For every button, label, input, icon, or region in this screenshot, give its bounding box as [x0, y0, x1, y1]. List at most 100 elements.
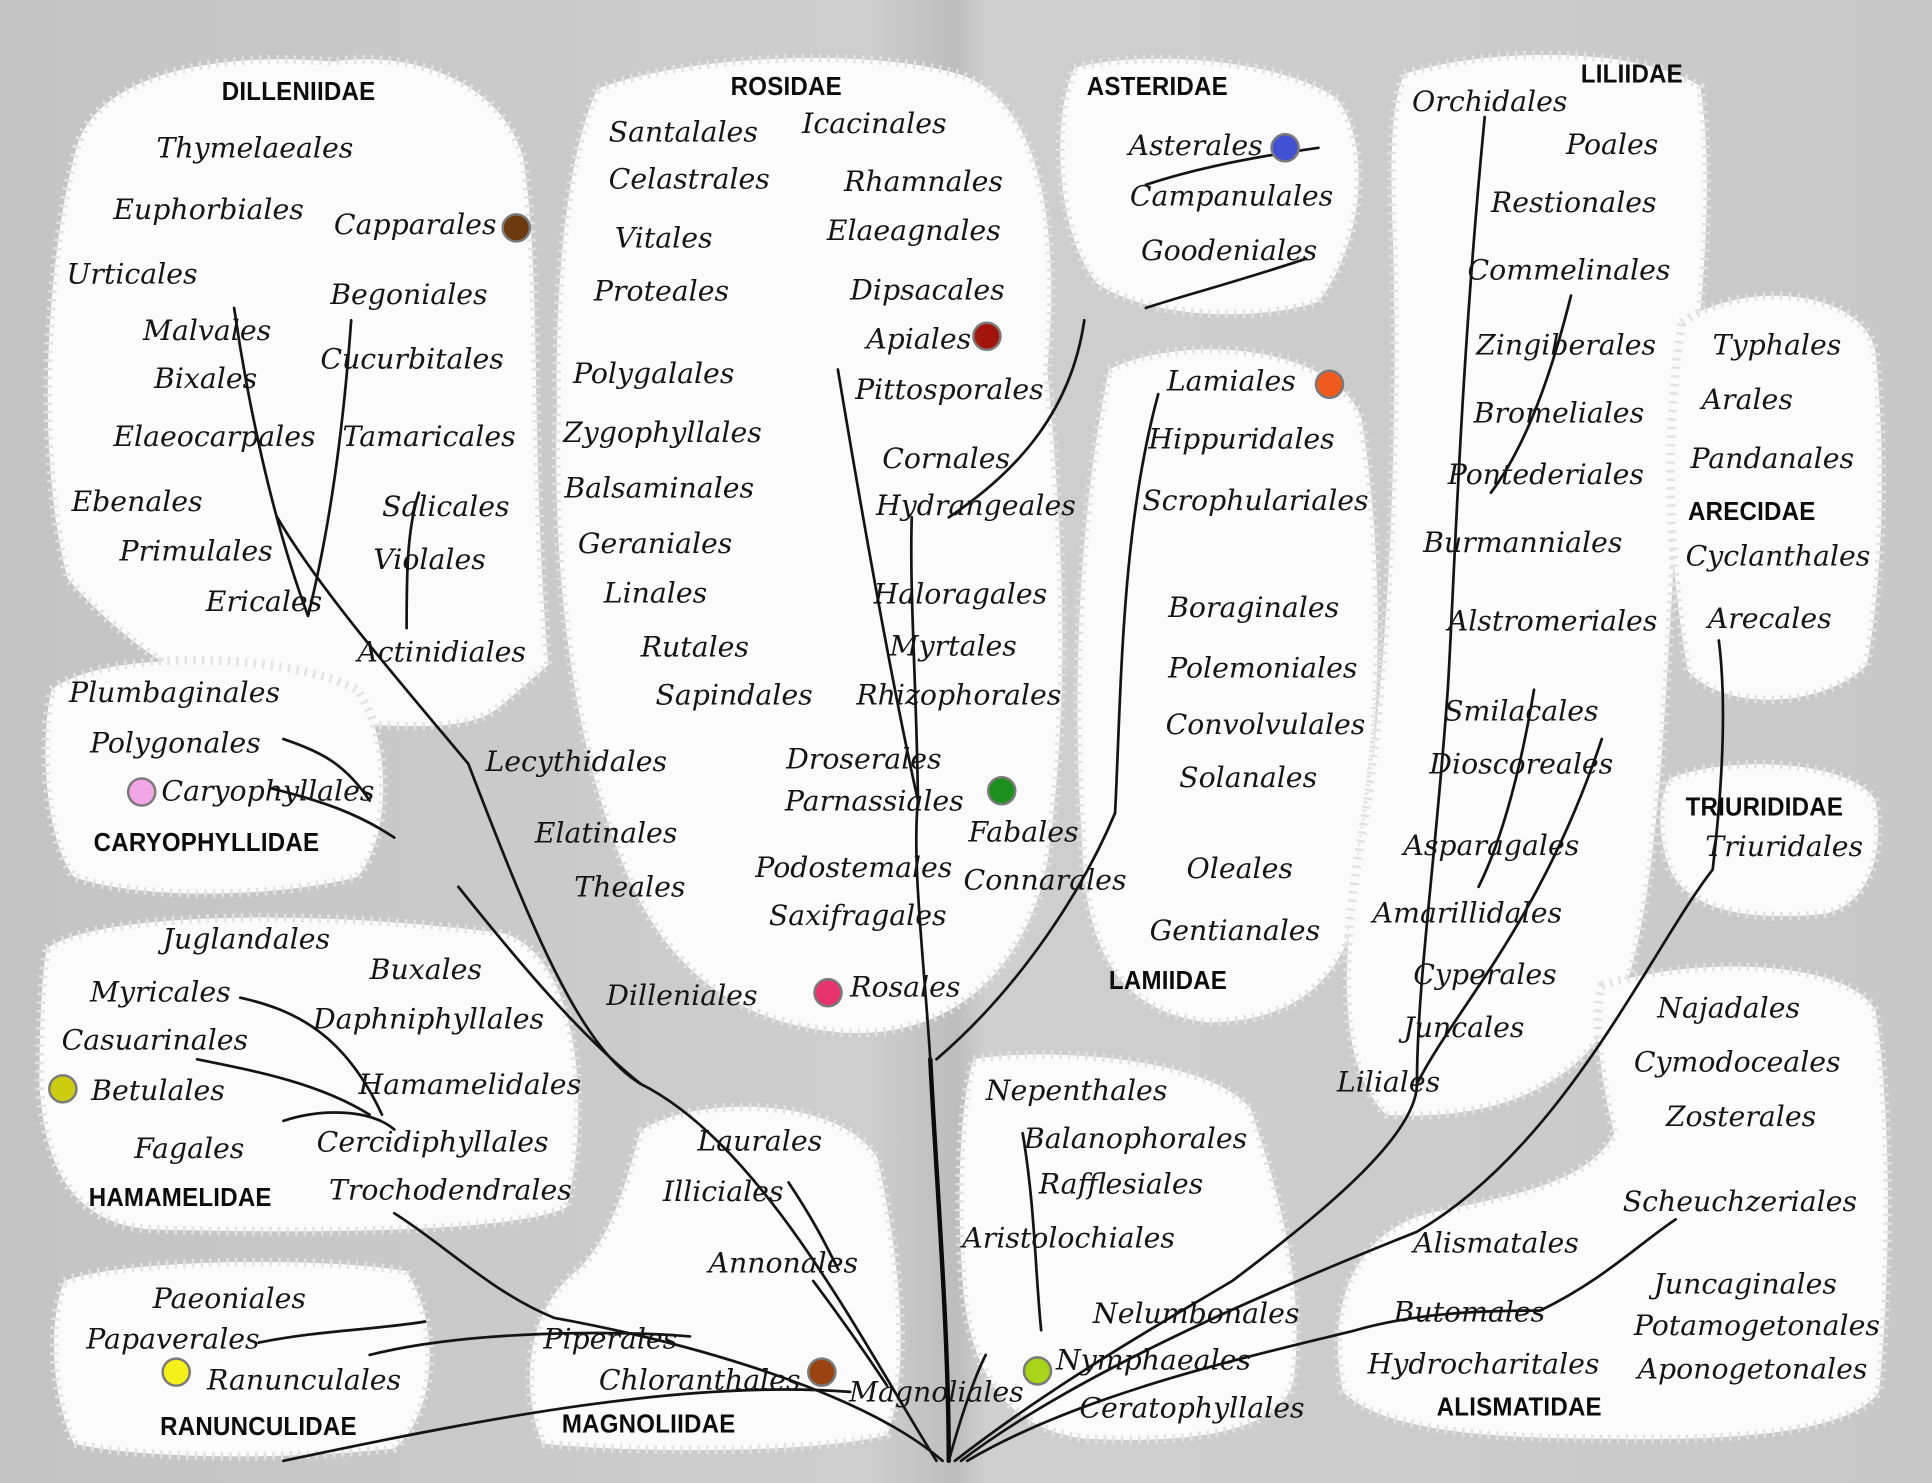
region-asteridae: [1055, 54, 1363, 319]
order-label-myricales: Myricales: [89, 976, 231, 1009]
order-label-lamiales: Lamiales: [1166, 365, 1296, 398]
order-label-cercidiphyllales: Cercidiphyllales: [316, 1127, 549, 1160]
order-label-triuridales: Triuridales: [1705, 831, 1864, 864]
region-liliidae: [1342, 50, 1712, 1120]
order-label-arales: Arales: [1701, 384, 1793, 417]
order-label-vitales: Vitales: [614, 222, 713, 255]
branch-line: [787, 1181, 840, 1271]
order-label-laurales: Laurales: [697, 1125, 823, 1158]
order-label-theales: Theales: [574, 872, 686, 905]
branch-line: [914, 799, 932, 1061]
order-label-casuarinales: Casuarinales: [61, 1024, 249, 1057]
order-label-saxifragales: Saxifragales: [768, 900, 947, 933]
region-triurididae: [1656, 759, 1883, 921]
order-label-myrtales: Myrtales: [889, 630, 1017, 663]
order-label-hydrocharitales: Hydrocharitales: [1367, 1348, 1600, 1381]
region-caryophyllidae: [41, 655, 388, 898]
order-label-boraginales: Boraginales: [1168, 592, 1340, 625]
branch-line: [836, 368, 920, 802]
order-label-ebenales: Ebenales: [71, 486, 203, 519]
region-dilleniidae: [43, 54, 553, 732]
order-label-rhizophorales: Rhizophorales: [856, 679, 1062, 712]
branch-line: [953, 1082, 1419, 1463]
marker-dot-apiales: [972, 321, 1002, 352]
order-label-typhales: Typhales: [1712, 330, 1842, 363]
subclass-label-dilleniidae: DILLENIIDAE: [221, 77, 376, 106]
branch-line: [947, 1353, 988, 1463]
marker-dot-capparales: [501, 213, 532, 243]
order-label-dilleniales: Dilleniales: [606, 980, 758, 1013]
order-label-elatinales: Elatinales: [534, 817, 678, 850]
order-label-actinidiales: Actinidiales: [357, 636, 526, 669]
order-label-geraniales: Geraniales: [577, 528, 733, 561]
order-label-zosterales: Zosterales: [1665, 1101, 1817, 1134]
branch-line: [195, 1057, 371, 1117]
order-label-rhamnales: Rhamnales: [844, 166, 1003, 199]
order-label-solanales: Solanales: [1179, 762, 1318, 795]
order-label-urticales: Urticales: [66, 258, 198, 291]
order-label-dipsacales: Dipsacales: [850, 274, 1005, 307]
branch-line: [1113, 392, 1160, 815]
order-label-scheuchzeriales: Scheuchzeriales: [1622, 1186, 1858, 1219]
order-label-primulales: Primulales: [119, 535, 273, 568]
order-label-euphorbiales: Euphorbiales: [113, 194, 304, 227]
order-label-papaverales: Papaverales: [86, 1324, 260, 1357]
order-label-nymphaeales: Nymphaeales: [1055, 1345, 1251, 1378]
order-label-pandanales: Pandanales: [1690, 443, 1855, 476]
branch-line: [368, 1331, 692, 1357]
order-label-balsaminales: Balsaminales: [564, 472, 755, 506]
branch-line: [269, 786, 396, 839]
order-label-rafflesiales: Rafflesiales: [1038, 1168, 1204, 1201]
branch-line: [909, 515, 920, 802]
order-label-convolvulales: Convolvulales: [1165, 709, 1366, 742]
subclass-label-liliidae: LILIIDAE: [1580, 60, 1683, 89]
order-label-amarillidales: Amarillidales: [1372, 897, 1563, 930]
order-label-tamaricales: Tamaricales: [342, 421, 516, 454]
branch-line: [275, 515, 938, 1463]
order-label-elaeagnales: Elaeagnales: [826, 215, 1001, 248]
order-label-proteales: Proteales: [593, 275, 730, 308]
order-label-smilacales: Smilacales: [1444, 695, 1599, 728]
order-label-trochodendrales: Trochodendrales: [328, 1175, 572, 1208]
order-label-santalales: Santalales: [608, 117, 758, 150]
order-label-plumbaginales: Plumbaginales: [69, 677, 281, 710]
order-label-salicales: Salicales: [381, 491, 510, 524]
order-label-thymelaeales: Thymelaeales: [156, 133, 354, 166]
subclass-label-ranunculidae: RANUNCULIDAE: [160, 1412, 357, 1442]
branch-line: [1711, 639, 1725, 871]
order-label-polygonales: Polygonales: [89, 727, 261, 760]
order-label-ceratophyllales: Ceratophyllales: [1079, 1393, 1305, 1426]
order-label-zingiberales: Zingiberales: [1476, 330, 1657, 363]
marker-dot-nymphaeales: [1022, 1356, 1053, 1386]
order-label-lecythidales: Lecythidales: [485, 746, 668, 779]
order-label-campanulales: Campanulales: [1129, 181, 1334, 214]
subclass-label-hamamelidae: HAMAMELIDAE: [88, 1183, 272, 1213]
marker-dot-betulales: [48, 1074, 78, 1104]
branch-line: [959, 868, 1715, 1463]
branch-line: [405, 491, 421, 630]
order-label-malvales: Malvales: [142, 315, 272, 348]
order-label-pittosporales: Pittosporales: [855, 374, 1044, 407]
subclass-label-lamiidae: LAMIIDAE: [1108, 966, 1228, 996]
subclass-label-caryophyllidae: CARYOPHYLLIDAE: [93, 828, 320, 858]
marker-dot-caryophyllales: [126, 777, 157, 807]
order-label-buxales: Buxales: [369, 954, 482, 987]
branch-line: [1489, 294, 1573, 495]
order-label-arecales: Arecales: [1707, 603, 1832, 636]
branch-line: [457, 885, 643, 1086]
branch-line: [965, 1309, 1542, 1463]
marker-dot-chloranthales: [807, 1357, 837, 1387]
order-label-caryophyllales: Caryophyllales: [161, 775, 375, 809]
order-label-burmanniales: Burmanniales: [1423, 527, 1623, 560]
order-label-apiales: Apiales: [866, 323, 972, 356]
order-label-rosales: Rosales: [850, 971, 961, 1004]
order-label-fabales: Fabales: [968, 816, 1079, 849]
branch-line: [392, 1211, 944, 1463]
order-label-hippuridales: Hippuridales: [1148, 423, 1335, 456]
region-alismatidae: [1333, 962, 1893, 1444]
order-label-asterales: Asterales: [1128, 130, 1263, 163]
subclass-label-alismatidae: ALISMATIDAE: [1436, 1393, 1602, 1422]
branch-line: [1021, 1131, 1043, 1332]
order-label-ranunculales: Ranunculales: [207, 1364, 402, 1397]
